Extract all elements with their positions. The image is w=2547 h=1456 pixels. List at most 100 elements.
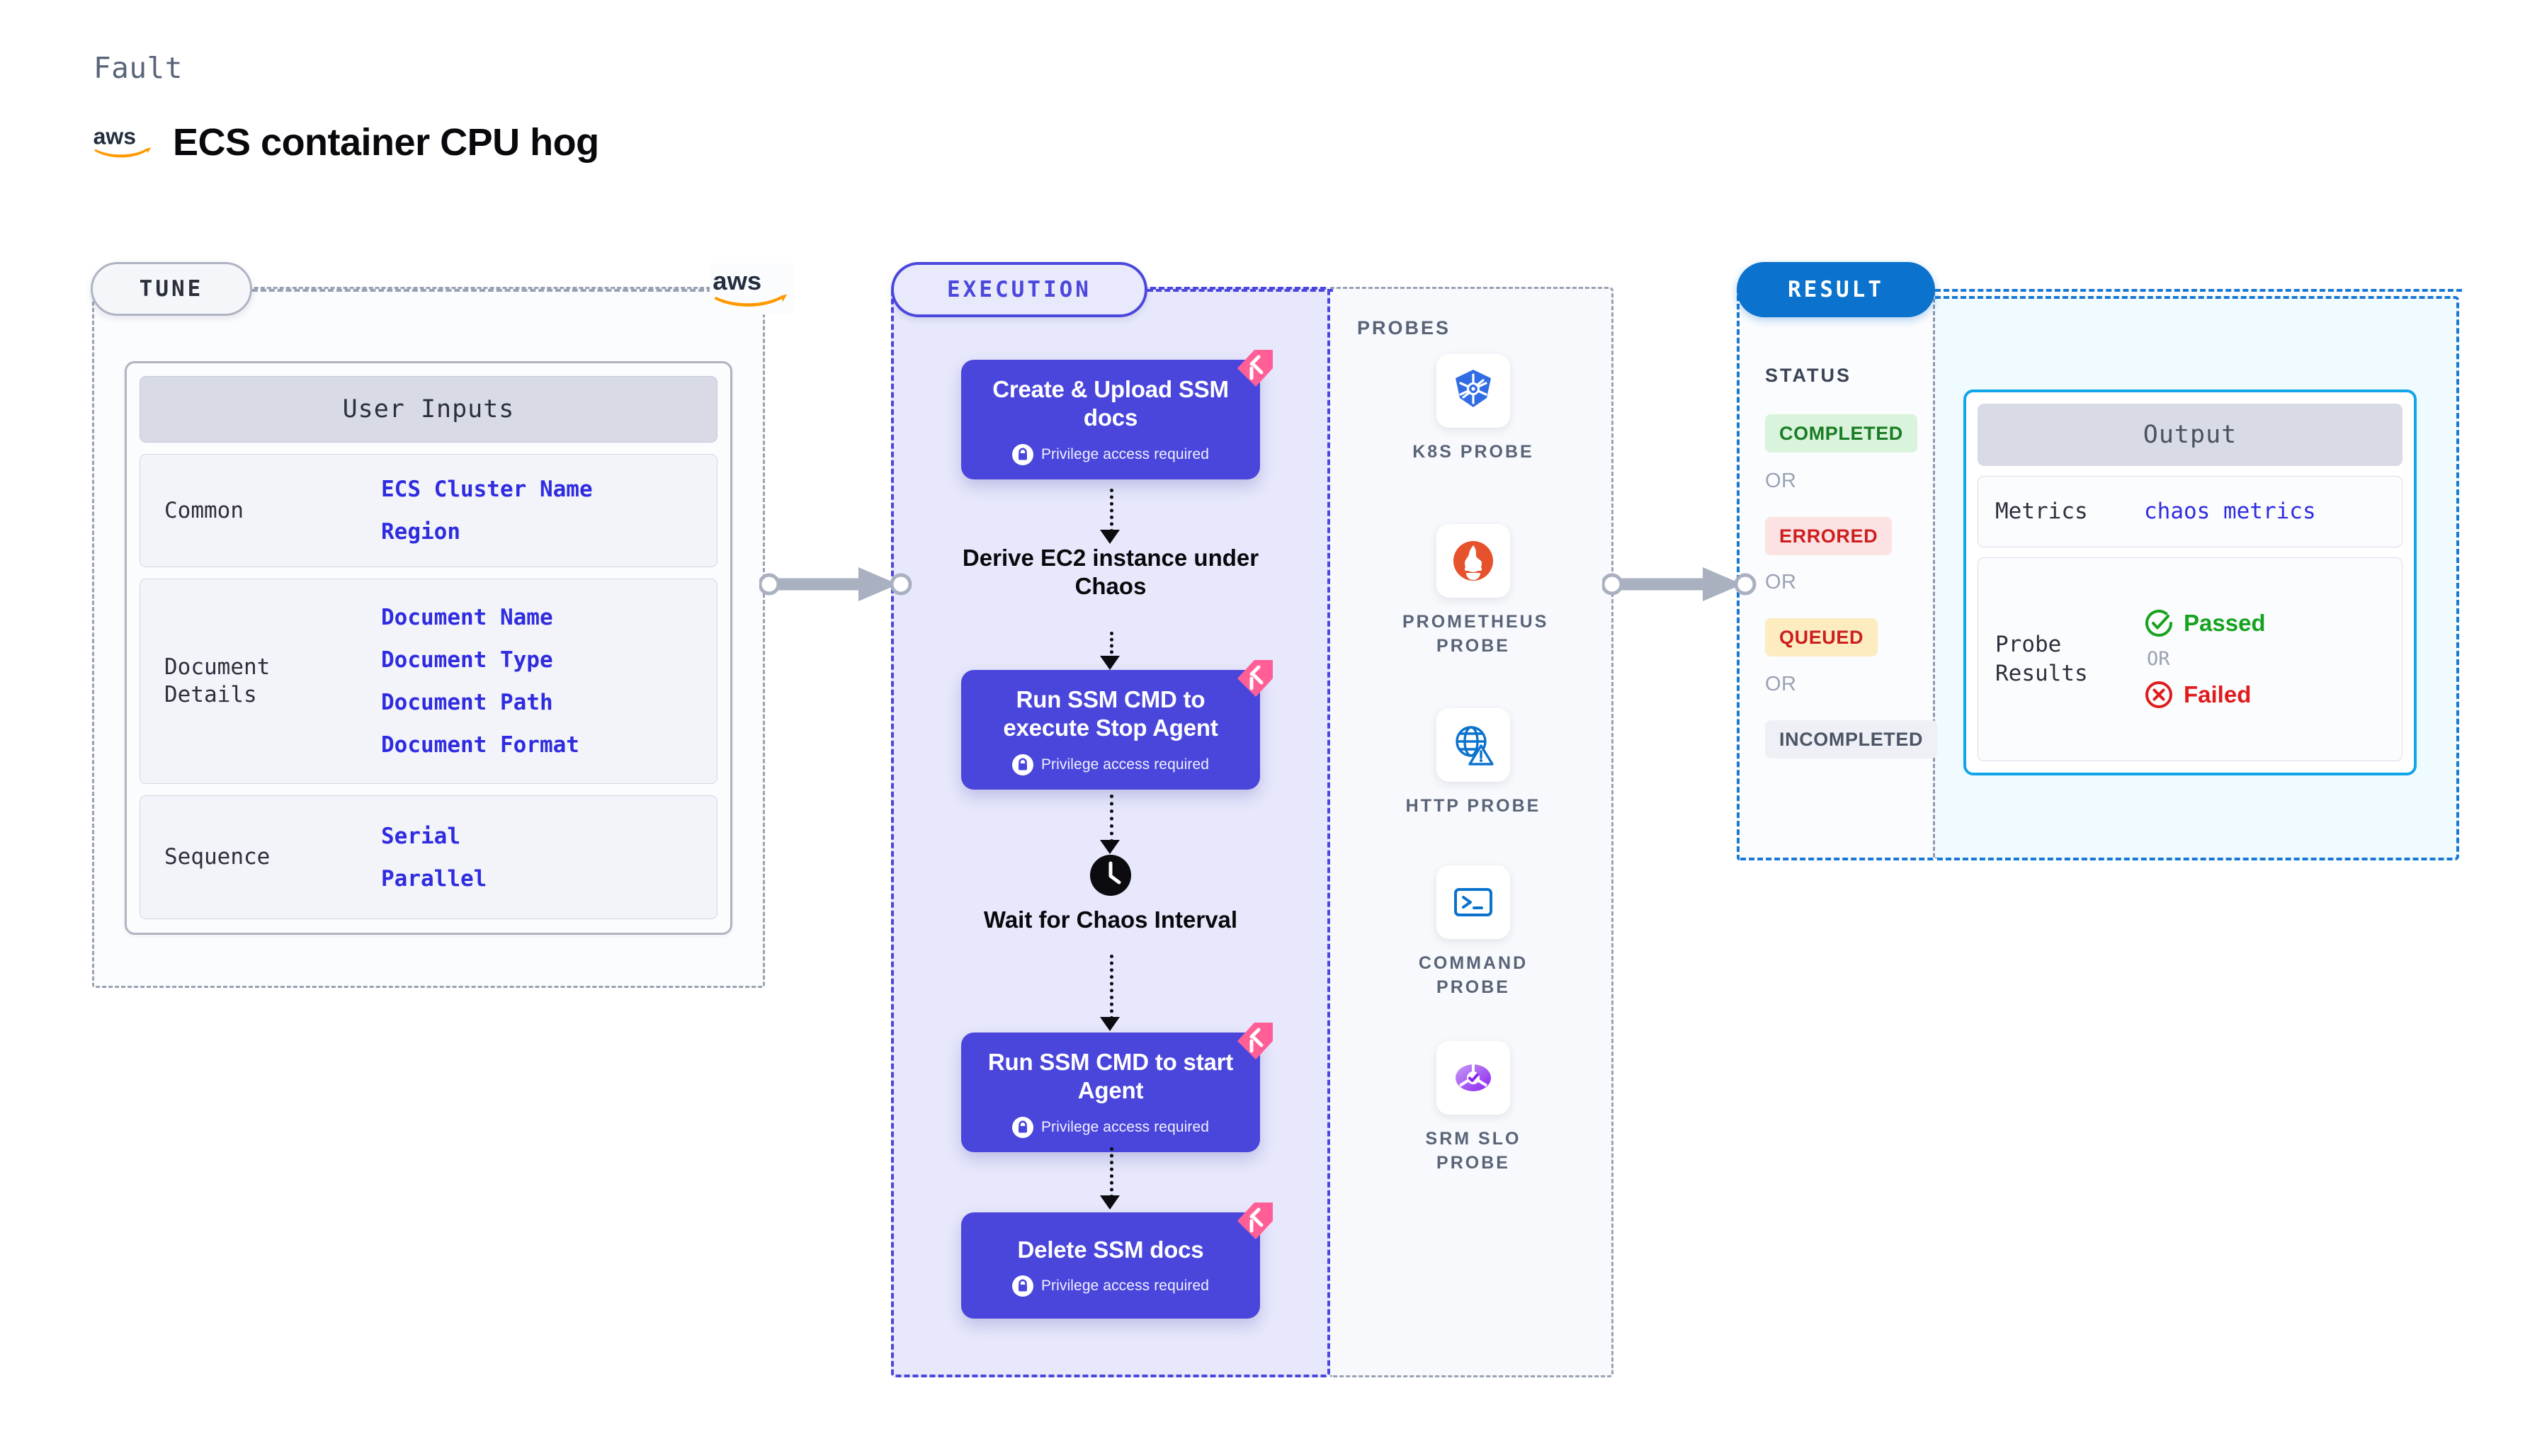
status-or-label: OR [1765, 673, 1797, 695]
tune-section-values: Document Name Document Type Document Pat… [381, 605, 579, 758]
step-title: Delete SSM docs [1017, 1236, 1204, 1263]
lock-icon [1011, 443, 1033, 465]
tune-section-label: Sequence [164, 844, 271, 870]
flow-connector [1110, 795, 1113, 843]
flow-arrowhead [1100, 1195, 1120, 1210]
flow-connector [1110, 955, 1113, 1020]
tune-section-values: ECS Cluster Name Region [381, 477, 593, 545]
privilege-note: Privilege access required [974, 1275, 1247, 1297]
tune-value[interactable]: ECS Cluster Name [381, 477, 593, 502]
aws-logo-icon: aws [92, 123, 154, 162]
aws-logo-icon-tune: aws [710, 263, 793, 314]
tune-value[interactable]: Serial [381, 823, 460, 849]
lock-icon [1011, 1116, 1033, 1138]
tune-section-sequence: Sequence Serial Parallel [140, 795, 717, 919]
probe-item-prometheus[interactable]: PROMETHEUS PROBE [1402, 524, 1549, 659]
kubernetes-icon [1436, 354, 1510, 428]
probe-label: PROMETHEUS PROBE [1402, 612, 1549, 656]
step-title: Wait for Chaos Interval [983, 906, 1238, 933]
privilege-text: Privilege access required [1040, 445, 1210, 462]
tune-value[interactable]: Document Path [381, 690, 553, 715]
execution-step-wait-for-chaos-interval: Wait for Chaos Interval [961, 853, 1260, 934]
litmus-chaos-icon [1230, 1197, 1277, 1244]
flow-connector [1110, 1147, 1113, 1198]
step-title: Create & Upload SSM docs [992, 376, 1229, 431]
status-label: STATUS [1765, 365, 1851, 386]
execution-to-result-arrow [1602, 563, 1758, 605]
probe-item-http[interactable]: HTTP PROBE [1402, 708, 1544, 819]
tune-value[interactable]: Region [381, 519, 460, 545]
status-badge-queued: QUEUED [1765, 618, 1878, 656]
step-title: Run SSM CMD to start Agent [987, 1049, 1234, 1104]
status-badge-completed: COMPLETED [1765, 414, 1917, 453]
probes-title: PROBES [1357, 317, 1451, 339]
tune-pill: TUNE [91, 262, 252, 316]
failed-label: Failed [2184, 681, 2252, 708]
result-leader-line [1935, 289, 2462, 292]
tune-leader-line [252, 289, 713, 292]
tune-value[interactable]: Document Name [381, 605, 553, 630]
litmus-chaos-icon [1230, 654, 1277, 701]
tune-section-values: Serial Parallel [381, 824, 487, 892]
tune-value[interactable]: Document Type [381, 647, 553, 673]
execution-leader-line [1147, 289, 1333, 292]
flow-arrowhead [1100, 840, 1120, 854]
flow-connector [1110, 632, 1113, 660]
user-inputs-heading: User Inputs [140, 376, 717, 443]
svg-text:aws: aws [93, 123, 136, 149]
execution-step-run-ssm-start-agent[interactable]: Run SSM CMD to start Agent Privilege acc… [961, 1023, 1273, 1152]
litmus-chaos-icon [1230, 1017, 1277, 1064]
execution-step-create-upload-ssm-docs[interactable]: Create & Upload SSM docs Privilege acces… [961, 350, 1273, 479]
tune-value[interactable]: Document Format [381, 732, 579, 758]
execution-step-delete-ssm-docs[interactable]: Delete SSM docs Privilege access require… [961, 1202, 1273, 1319]
probe-label: K8S PROBE [1412, 442, 1534, 462]
status-or-label: OR [1765, 470, 1797, 492]
flow-arrowhead [1100, 530, 1120, 544]
tune-to-execution-arrow [759, 563, 914, 605]
metrics-value[interactable]: chaos metrics [2144, 499, 2316, 525]
flow-arrowhead [1100, 656, 1120, 670]
execution-step-run-ssm-stop-agent[interactable]: Run SSM CMD to execute Stop Agent Privil… [961, 660, 1273, 790]
tune-value[interactable]: Parallel [381, 865, 487, 892]
page-eyebrow: Fault [93, 51, 183, 85]
probe-result-or: OR [2147, 648, 2170, 671]
probe-item-k8s[interactable]: K8S PROBE [1402, 354, 1544, 465]
prometheus-icon [1436, 524, 1510, 598]
flow-connector [1110, 489, 1113, 533]
x-circle-icon [2144, 680, 2174, 710]
probe-result-failed: Failed [2144, 680, 2266, 710]
tune-section-label: Common [164, 497, 244, 523]
probe-item-command[interactable]: COMMAND PROBE [1402, 865, 1544, 1000]
result-panel [1737, 287, 1935, 860]
status-or-label: OR [1765, 571, 1797, 593]
lock-icon [1011, 1275, 1033, 1297]
privilege-text: Privilege access required [1040, 1118, 1210, 1135]
metrics-label: Metrics [1995, 499, 2088, 525]
litmus-chaos-icon [1230, 344, 1277, 391]
privilege-note: Privilege access required [974, 443, 1247, 465]
srm-slo-icon [1436, 1041, 1510, 1115]
tune-section-common: Common ECS Cluster Name Region [140, 454, 717, 567]
result-pill: RESULT [1737, 262, 1935, 317]
terminal-icon [1436, 865, 1510, 939]
probe-label: HTTP PROBE [1405, 796, 1541, 816]
execution-pill: EXECUTION [891, 262, 1147, 317]
probe-label: COMMAND PROBE [1418, 953, 1528, 997]
privilege-note: Privilege access required [974, 1116, 1247, 1138]
flow-arrowhead [1100, 1017, 1120, 1031]
probe-results-values: Passed OR Failed [2144, 608, 2266, 710]
privilege-note: Privilege access required [974, 753, 1247, 775]
output-heading: Output [1978, 404, 2403, 467]
probes-panel [1330, 287, 1613, 1377]
step-title: Derive EC2 instance under Chaos [962, 545, 1259, 600]
user-inputs-card: User Inputs Common ECS Cluster Name Regi… [125, 361, 732, 935]
passed-label: Passed [2184, 610, 2266, 637]
probe-item-srm-slo[interactable]: SRM SLO PROBE [1402, 1041, 1544, 1176]
lock-icon [1011, 753, 1033, 775]
svg-text:aws: aws [713, 266, 761, 295]
